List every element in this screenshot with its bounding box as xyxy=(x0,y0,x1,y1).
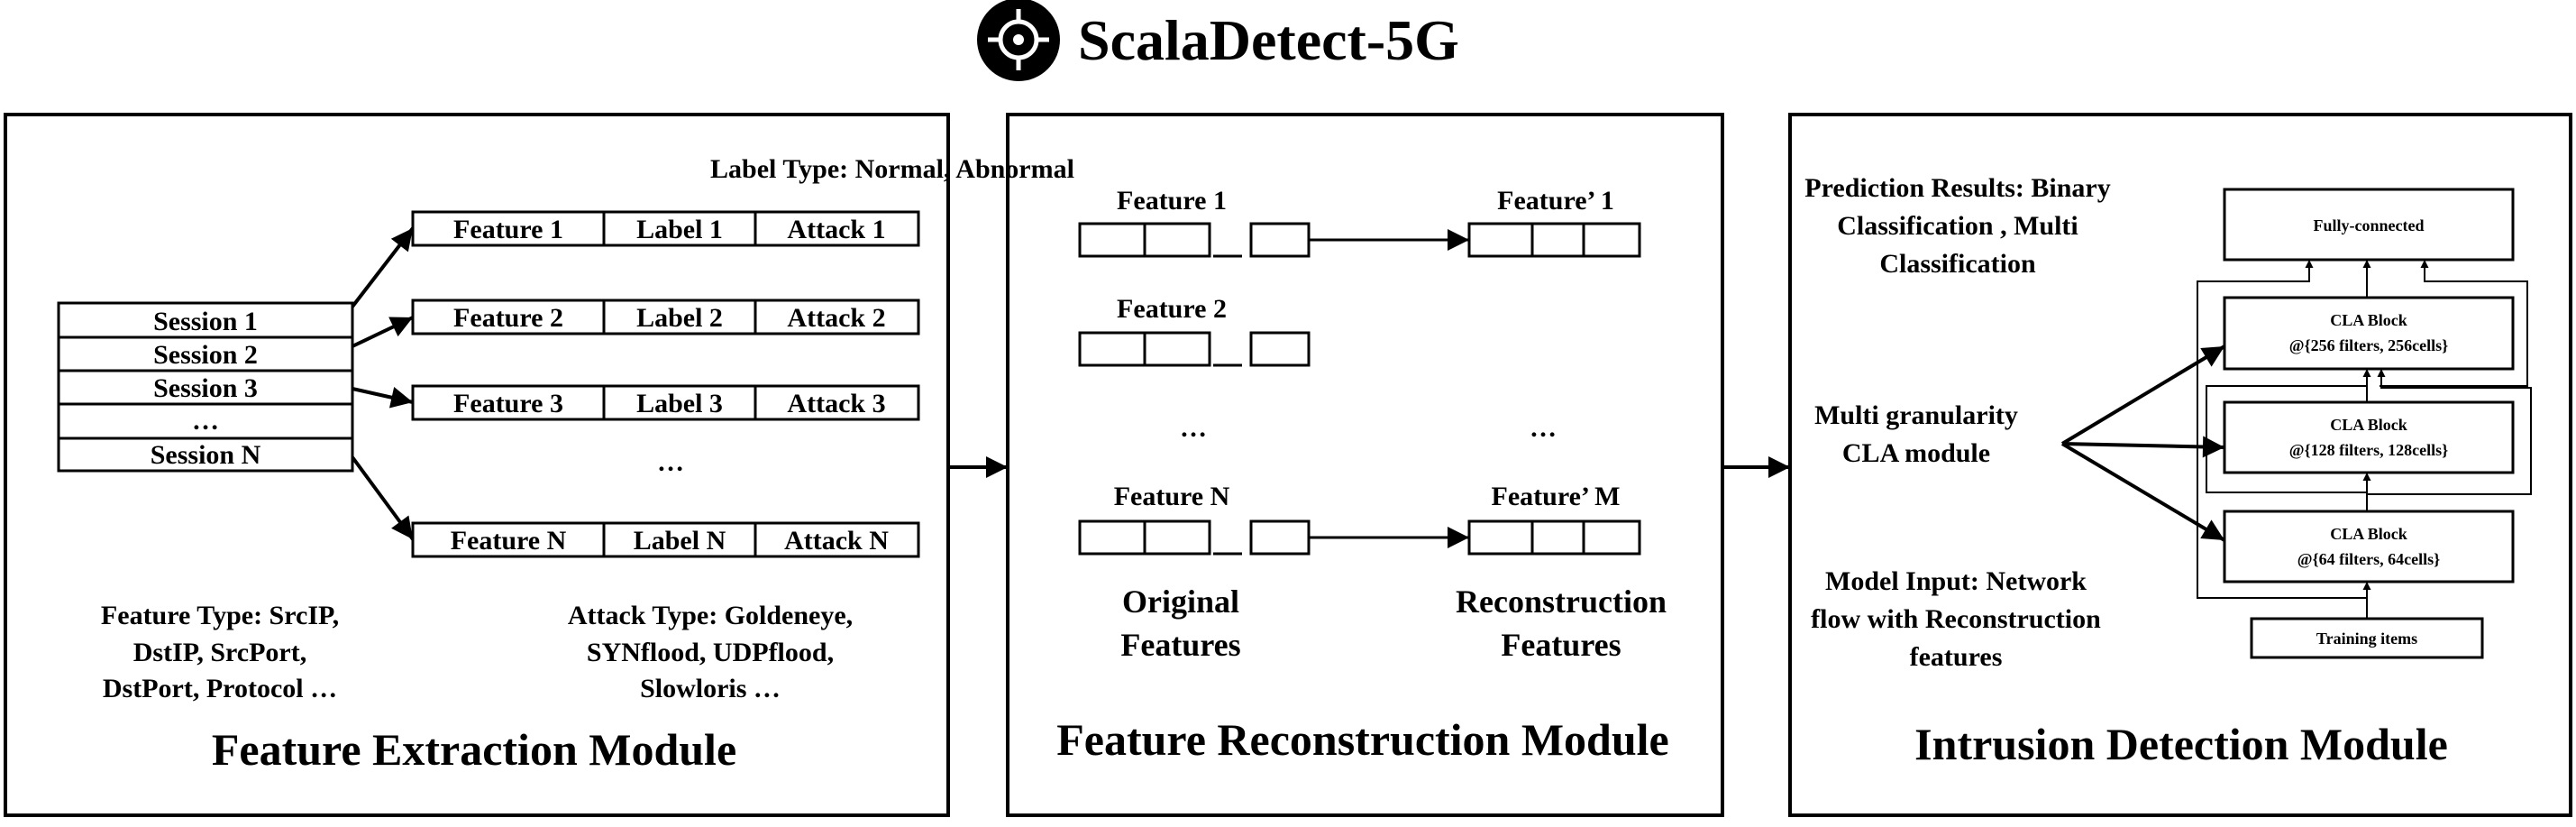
original-ellipsis: … xyxy=(1180,413,1207,443)
arrow-connector xyxy=(2060,442,2226,542)
reconstruction-features-caption: Features xyxy=(1501,627,1621,663)
label-cell: Label N xyxy=(634,526,726,556)
prediction-results-line: Prediction Results: Binary xyxy=(1804,173,2110,203)
feature-extraction-panel-border xyxy=(4,113,950,817)
feature-extraction-title: Feature Extraction Module xyxy=(212,724,736,775)
cla-block-params: @{128 filters, 128cells} xyxy=(2289,441,2448,459)
multi-granularity-line: Multi granularity xyxy=(1814,400,2018,430)
original-feature-label: Feature 2 xyxy=(1117,294,1227,324)
label-cell: Label 3 xyxy=(636,389,723,418)
app-title: ScalaDetect-5G xyxy=(1078,8,1459,72)
arrow-connector xyxy=(2060,345,2226,446)
skip-connection-left xyxy=(2197,260,2367,599)
session-row: Session N xyxy=(151,440,261,470)
original-vector xyxy=(1078,222,1311,258)
original-vectors xyxy=(1078,222,1311,556)
label-cell: Label 2 xyxy=(636,303,723,333)
arrow-connector xyxy=(351,226,415,308)
title-group: ScalaDetect-5G xyxy=(977,0,1459,81)
feature-cell: Feature N xyxy=(451,526,567,556)
attack-cell: Attack 1 xyxy=(787,215,885,244)
feature-extraction-panel: Label Type: Normal, Abnormal Session 1 S… xyxy=(4,113,1074,817)
reconstructed-vector xyxy=(1467,519,1641,556)
intrusion-detection-panel-border xyxy=(1788,113,2572,817)
attack-type-line: Slowloris … xyxy=(640,674,781,703)
skip-connection-top xyxy=(2380,260,2528,387)
session-row: Session 1 xyxy=(153,307,258,336)
cla-block-params: @{256 filters, 256cells} xyxy=(2289,336,2448,354)
cla-block-name: CLA Block xyxy=(2330,525,2407,543)
feature-row xyxy=(411,521,920,558)
feature-reconstruction-panel-border xyxy=(1006,113,1724,817)
network-connectors xyxy=(2197,260,2532,619)
intrusion-detection-panel: Prediction Results: Binary Classificatio… xyxy=(1788,113,2572,817)
attack-cell: Attack 3 xyxy=(787,389,885,418)
reconstructed-feature-label: Feature’ 1 xyxy=(1497,186,1614,216)
session-row: … xyxy=(192,406,219,436)
training-items-label: Training items xyxy=(2316,629,2417,648)
attack-cell: Attack 2 xyxy=(787,303,885,333)
skip-connection-right xyxy=(2367,369,2532,495)
session-row: Session 3 xyxy=(153,373,258,403)
attack-type-line: SYNflood, UDPflood, xyxy=(587,638,834,667)
reconstructed-vectors xyxy=(1467,222,1641,556)
cla-block-params: @{64 filters, 64cells} xyxy=(2297,550,2440,568)
feature-cell: Feature 3 xyxy=(453,389,563,418)
label-cell: Label 1 xyxy=(636,215,723,244)
attack-cell: Attack N xyxy=(784,526,889,556)
feature-type-line: DstIP, SrcPort, xyxy=(133,638,306,667)
reconstruction-features-caption: Reconstruction xyxy=(1456,583,1667,620)
arrow-connector xyxy=(351,455,415,541)
reconstructed-ellipsis: … xyxy=(1530,413,1557,443)
cla-block xyxy=(2223,510,2515,583)
feature-row xyxy=(411,299,920,335)
model-input-line: features xyxy=(1910,642,2003,672)
arrow-connector xyxy=(352,316,414,348)
feature-rows-grid xyxy=(411,210,920,558)
feature-cell: Feature 1 xyxy=(453,215,563,244)
reconstruction-arrows xyxy=(1309,229,1469,548)
prediction-results-line: Classification , Multi xyxy=(1837,211,2078,241)
sessions-table xyxy=(57,301,354,473)
original-feature-label: Feature N xyxy=(1114,482,1230,511)
arrow-connector xyxy=(352,387,414,409)
original-features-caption: Features xyxy=(1120,627,1240,663)
original-vector xyxy=(1078,519,1311,556)
feature-type-line: Feature Type: SrcIP, xyxy=(101,601,339,630)
target-crosshair-icon xyxy=(977,0,1060,81)
feature-reconstruction-panel: Feature 1 Feature 2 Feature N Feature’ 1… xyxy=(1006,113,1724,817)
model-input-line: Model Input: Network xyxy=(1825,566,2087,596)
reconstructed-vector xyxy=(1467,222,1641,258)
cla-block xyxy=(2223,296,2515,371)
original-features-caption: Original xyxy=(1122,583,1239,620)
feature-row xyxy=(411,384,920,421)
intrusion-detection-title: Intrusion Detection Module xyxy=(1914,719,2448,769)
original-vector xyxy=(1078,331,1311,367)
model-input-line: flow with Reconstruction xyxy=(1811,604,2101,634)
feature-type-line: DstPort, Protocol … xyxy=(103,674,337,703)
reconstructed-feature-label: Feature’ M xyxy=(1492,482,1621,511)
attack-type-line: Attack Type: Goldeneye, xyxy=(568,601,853,630)
prediction-results-line: Classification xyxy=(1879,249,2036,279)
session-arrows xyxy=(351,226,415,541)
arrow-connector xyxy=(2061,436,2225,458)
feature-reconstruction-title: Feature Reconstruction Module xyxy=(1056,714,1669,765)
cla-block-name: CLA Block xyxy=(2330,311,2407,329)
feature-cell: Feature 2 xyxy=(453,303,563,333)
sessions-table-border xyxy=(57,301,354,473)
label-type-text: Label Type: Normal, Abnormal xyxy=(710,154,1074,184)
granularity-arrows xyxy=(2060,345,2226,542)
session-row: Session 2 xyxy=(153,340,258,370)
original-feature-label: Feature 1 xyxy=(1117,186,1227,216)
feature-rows-ellipsis: … xyxy=(657,447,684,477)
cla-block xyxy=(2223,400,2515,474)
cla-block-name: CLA Block xyxy=(2330,416,2407,434)
fully-connected-label: Fully-connected xyxy=(2314,216,2425,234)
multi-granularity-line: CLA module xyxy=(1842,438,1990,468)
